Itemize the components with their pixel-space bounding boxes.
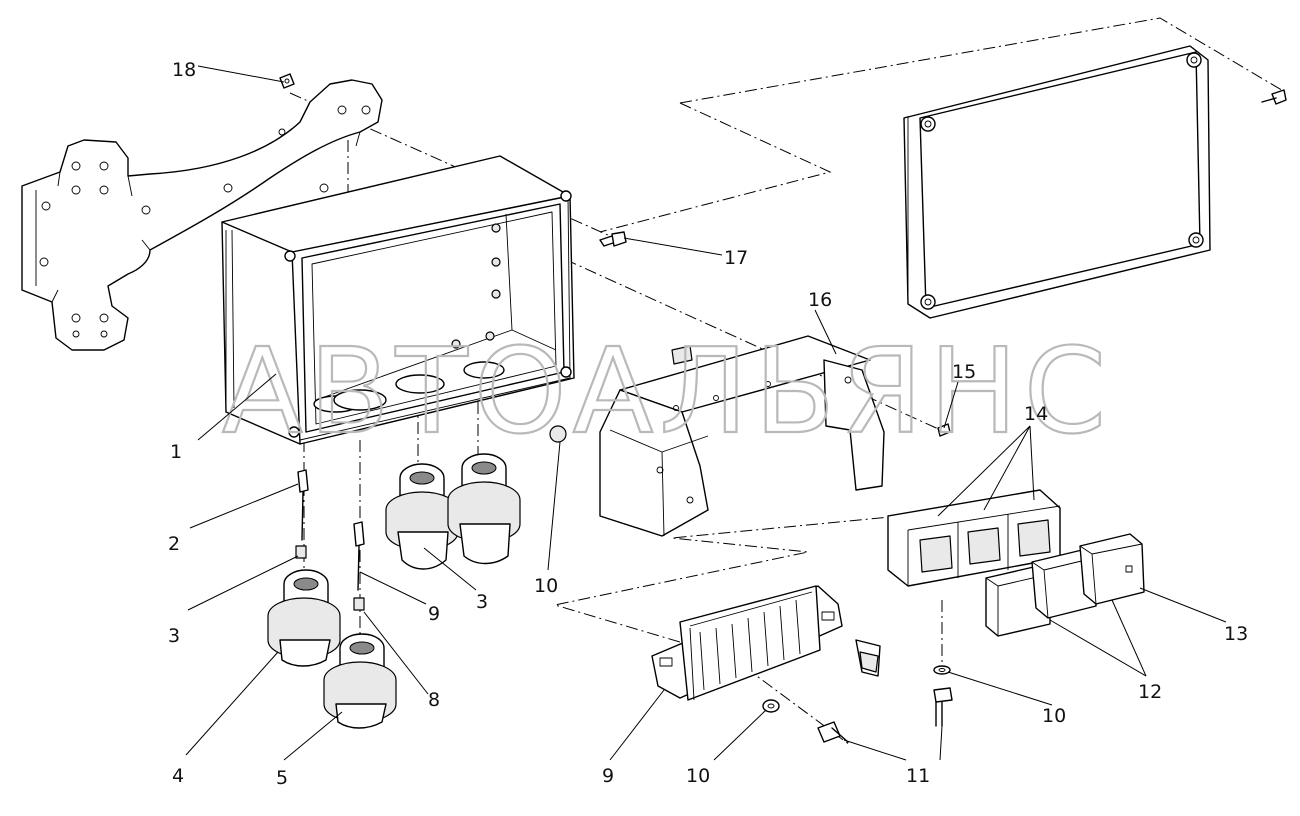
- callout-2: 2: [168, 533, 180, 555]
- callout-15: 15: [952, 361, 976, 383]
- callout-17: 17: [724, 247, 748, 269]
- watermark-text: АВТОАЛЬЯНС: [222, 322, 1112, 460]
- connector-3b: [447, 453, 521, 565]
- relay-sockets: [887, 489, 1061, 587]
- leader-lines: [185, 65, 1227, 761]
- callout-11: 11: [906, 765, 930, 787]
- housing-lid: [903, 45, 1287, 319]
- relays: [985, 533, 1145, 637]
- callout-4: 4: [172, 765, 184, 787]
- callout-3-right: 3: [476, 591, 488, 613]
- connector-3a: [385, 463, 459, 570]
- connector-4: [267, 569, 341, 667]
- mounting-bracket: [21, 79, 383, 351]
- callout-14: 14: [1024, 403, 1048, 425]
- callout-3-left: 3: [168, 625, 180, 647]
- callout-7: 9: [428, 603, 440, 625]
- callout-18: 18: [172, 59, 196, 81]
- callout-10-left: 10: [686, 765, 710, 787]
- washers-bolts: [762, 665, 953, 743]
- callout-10-right: 10: [1042, 705, 1066, 727]
- callout-1: 1: [170, 441, 182, 463]
- callout-8: 10: [534, 575, 558, 597]
- housing-box: [221, 155, 575, 445]
- callout-6: 8: [428, 689, 440, 711]
- callout-16: 16: [808, 289, 832, 311]
- callout-9: 9: [602, 765, 614, 787]
- connector-5: [323, 633, 397, 729]
- fasteners: [279, 73, 951, 437]
- callout-13: 13: [1224, 623, 1248, 645]
- connector-group: [267, 453, 521, 729]
- callout-5: 5: [276, 767, 288, 789]
- fuse-block: [651, 585, 881, 701]
- relay-bracket: [549, 335, 885, 537]
- callout-numbers: 18 17 16 15 14 1 2 3 3 9 8 10 4 5 9 10 1…: [168, 59, 1248, 789]
- callout-12: 12: [1138, 681, 1162, 703]
